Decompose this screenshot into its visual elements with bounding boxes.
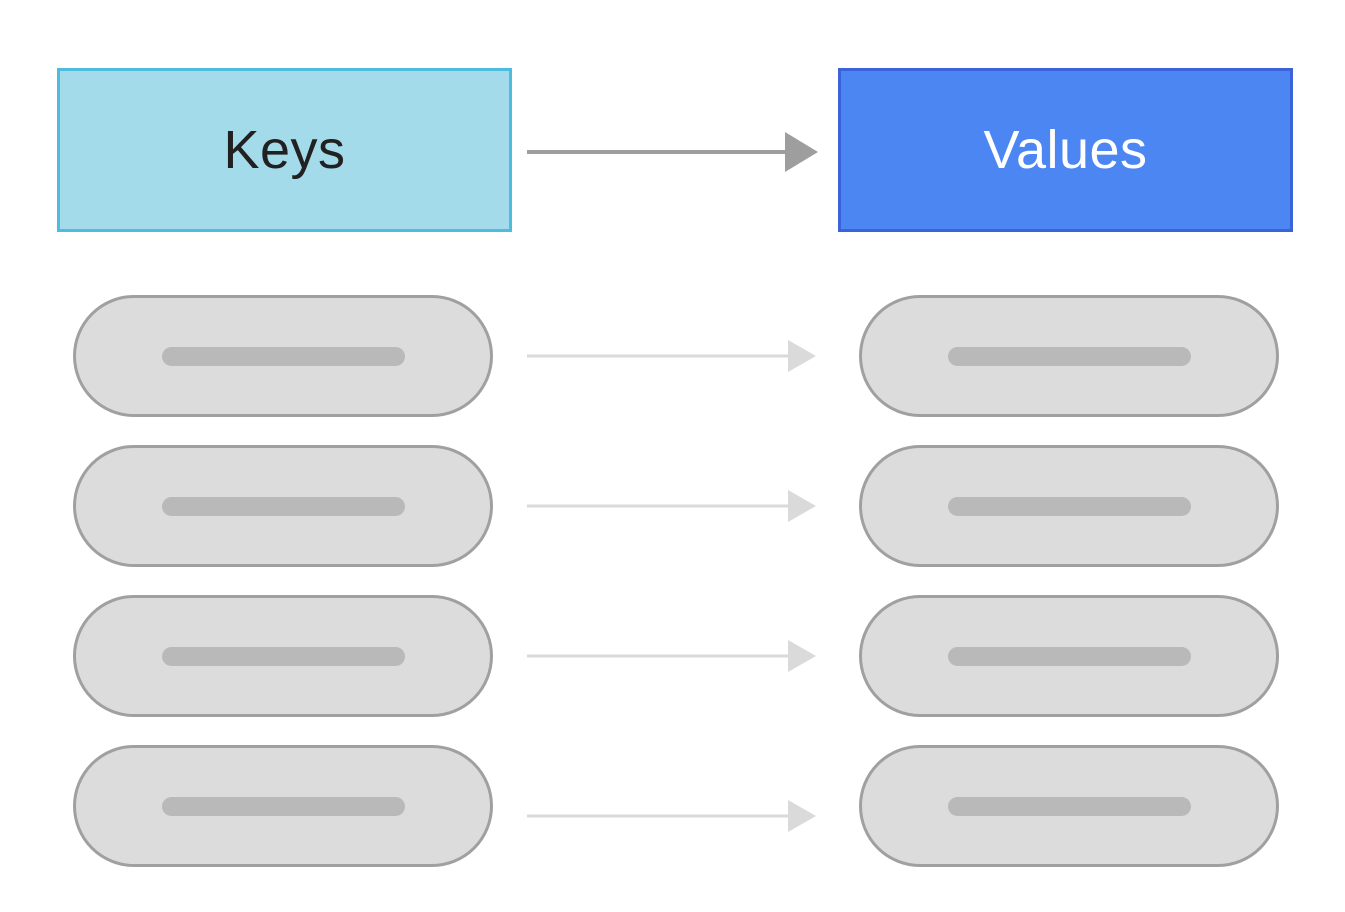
key-placeholder-bar (161, 496, 405, 516)
key-placeholder-bar (161, 646, 405, 666)
value-placeholder-bar (947, 346, 1191, 366)
value-pill (859, 745, 1279, 867)
values-label: Values (983, 120, 1148, 180)
value-placeholder-bar (947, 496, 1191, 516)
value-placeholder-bar (947, 796, 1191, 816)
keys-label: Keys (223, 120, 346, 180)
value-pill (859, 445, 1279, 567)
values-header-box: Values (838, 68, 1293, 232)
keys-header-box: Keys (57, 68, 512, 232)
key-placeholder-bar (161, 796, 405, 816)
key-placeholder-bar (161, 346, 405, 366)
key-pill (73, 295, 493, 417)
row-arrow-icon (527, 640, 816, 672)
row-arrow-icon (527, 490, 816, 522)
value-pill (859, 295, 1279, 417)
keys-to-values-arrow-icon (527, 132, 818, 172)
key-pill (73, 445, 493, 567)
value-pill (859, 595, 1279, 717)
key-pill (73, 745, 493, 867)
row-arrow-icon (527, 340, 816, 372)
value-placeholder-bar (947, 646, 1191, 666)
row-arrow-icon (527, 800, 816, 832)
key-pill (73, 595, 493, 717)
